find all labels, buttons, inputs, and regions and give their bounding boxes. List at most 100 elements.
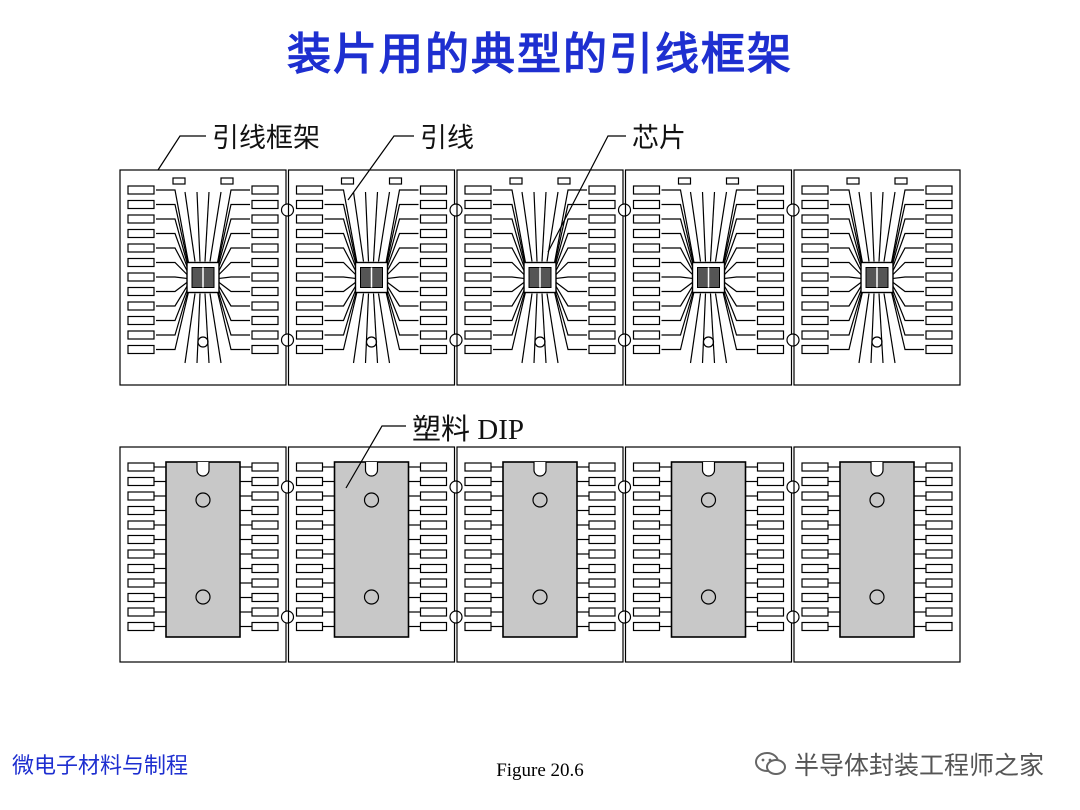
lead-frame-unit: [287, 169, 456, 386]
lead-finger: [493, 289, 527, 351]
frame-slot: [557, 177, 571, 185]
frame-slot: [894, 177, 908, 185]
lead-finger: [661, 289, 696, 351]
frame-slot: [251, 257, 279, 268]
lead-finger: [878, 293, 884, 364]
frame-slot: [588, 621, 616, 632]
frame-slot: [172, 177, 186, 185]
frame-slot: [801, 592, 829, 603]
lead-finger: [661, 276, 695, 280]
lead-finger: [196, 191, 201, 262]
frame-slot: [632, 462, 661, 472]
lead-finger: [890, 280, 924, 293]
frame-slot: [756, 330, 785, 340]
frame-slot: [464, 286, 492, 297]
frame-slot: [756, 185, 785, 195]
frame-slot: [588, 534, 616, 545]
frame-outline: [287, 169, 456, 386]
lead-finger: [553, 285, 587, 322]
lead-finger: [196, 293, 201, 364]
frame-slot: [464, 315, 492, 326]
frame-hole: [197, 336, 209, 348]
dip-package: [839, 461, 915, 638]
frame-slot: [127, 286, 155, 297]
figure-caption: Figure 20.6: [496, 760, 584, 781]
lead-finger: [324, 218, 359, 271]
frame-slot: [464, 549, 492, 559]
tooling-hole: [617, 203, 632, 217]
lead-finger: [553, 289, 587, 351]
frame-slot: [925, 607, 953, 617]
lead-finger: [216, 280, 250, 293]
lead-finger: [156, 247, 190, 275]
frame-slot: [756, 286, 785, 297]
frame-slot: [588, 578, 616, 588]
lead-finger: [216, 287, 250, 336]
lead-finger: [216, 282, 250, 307]
dip-marker: [532, 492, 548, 508]
lead-finger: [689, 293, 702, 364]
dip-frame-unit: [624, 446, 793, 663]
frame-slot: [725, 177, 740, 185]
frame-slot: [925, 301, 953, 311]
lead-finger: [709, 293, 716, 364]
lead-finger: [830, 285, 864, 322]
frame-slot: [756, 607, 785, 617]
lead-finger: [364, 293, 370, 364]
frame-slot: [846, 177, 860, 185]
lead-finger: [830, 276, 864, 280]
lead-finger: [384, 218, 419, 271]
lead-finger: [553, 189, 587, 266]
lead-finger: [553, 232, 587, 273]
dip-marker: [700, 589, 717, 605]
lead-finger: [553, 287, 587, 336]
lead-finger: [830, 282, 864, 307]
frame-slot: [419, 621, 448, 632]
dip-marker: [363, 589, 380, 605]
frame-slot: [464, 257, 492, 268]
leader-line-lead: [347, 135, 414, 201]
dip-marker: [532, 589, 548, 605]
frame-slot: [419, 476, 448, 487]
lead-finger: [156, 287, 190, 336]
lead-finger: [689, 191, 702, 262]
frame-slot: [419, 505, 448, 516]
frame-slot: [295, 286, 324, 297]
frame-slot: [801, 257, 829, 268]
frame-slot: [632, 621, 661, 632]
lead-finger: [156, 218, 190, 271]
frame-slot: [295, 520, 324, 530]
frame-slot: [801, 330, 829, 340]
lead-finger: [890, 261, 924, 277]
dip-marker: [700, 492, 717, 508]
tooling-hole: [617, 610, 632, 624]
lead-finger: [156, 232, 190, 273]
frame-slot: [632, 301, 661, 311]
frame-slot: [756, 272, 785, 282]
lead-finger: [830, 280, 864, 293]
lead-finger: [830, 287, 864, 336]
frame-slot: [925, 578, 953, 588]
lead-finger: [870, 293, 875, 364]
frame-slot: [464, 563, 492, 574]
frame-slot: [925, 344, 953, 355]
frame-slot: [251, 607, 279, 617]
lead-finger: [156, 203, 190, 268]
lead-finger: [721, 289, 756, 351]
lead-finger: [377, 293, 391, 364]
frame-slot: [588, 185, 616, 195]
frame-slot: [632, 505, 661, 516]
frame-slot: [127, 462, 155, 472]
lead-finger: [493, 285, 527, 322]
dip-package: [670, 461, 747, 638]
frame-slot: [756, 505, 785, 516]
lead-finger: [553, 218, 587, 271]
frame-slot: [632, 578, 661, 588]
frame-slot: [127, 228, 155, 239]
lead-finger: [830, 218, 864, 271]
lead-finger: [493, 203, 527, 268]
frame-slot: [801, 476, 829, 487]
lead-finger: [858, 293, 870, 364]
page-title: 装片用的典型的引线框架: [287, 29, 793, 80]
lead-finger: [493, 218, 527, 271]
